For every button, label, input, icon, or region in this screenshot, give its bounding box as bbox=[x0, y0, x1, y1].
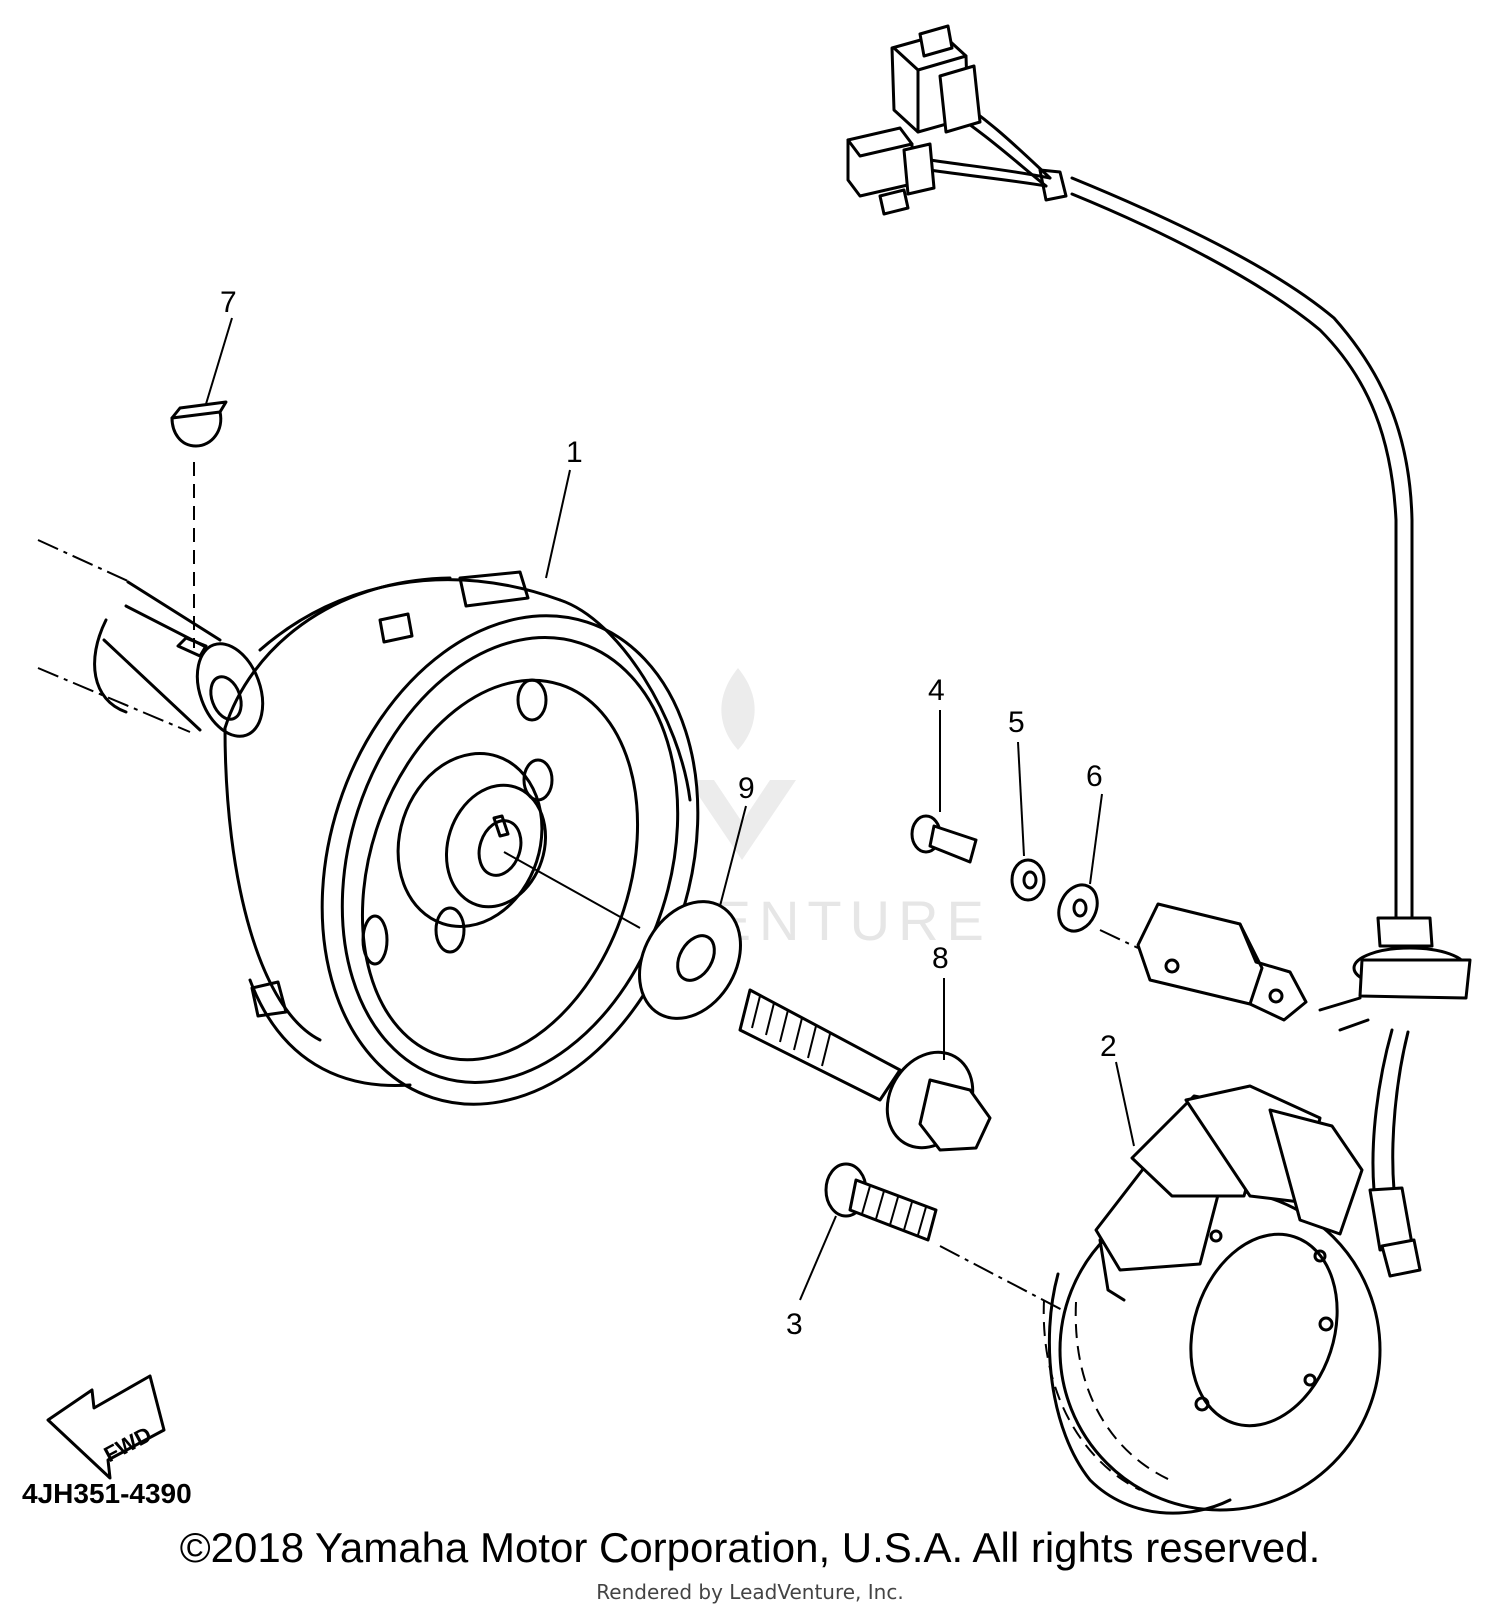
flywheel-rotor: 1 bbox=[223, 436, 700, 1106]
callout-3: 3 bbox=[786, 1308, 803, 1341]
callout-9: 9 bbox=[738, 772, 755, 805]
callout-2: 2 bbox=[1100, 1030, 1117, 1063]
callout-4: 4 bbox=[928, 674, 945, 707]
wire-harness bbox=[928, 90, 1472, 1278]
callout-7: 7 bbox=[220, 286, 237, 319]
copyright-notice: ©2018 Yamaha Motor Corporation, U.S.A. A… bbox=[179, 1524, 1321, 1571]
callout-1: 1 bbox=[566, 436, 583, 469]
washer-small: 6 bbox=[1057, 760, 1139, 949]
washer: 9 bbox=[638, 772, 755, 1020]
screw-small: 4 bbox=[910, 674, 978, 864]
callout-6: 6 bbox=[1086, 760, 1103, 793]
diagram-part-code: 4JH351-4390 bbox=[22, 1478, 192, 1509]
lock-washer: 5 bbox=[1008, 706, 1046, 902]
crankshaft bbox=[37, 539, 265, 738]
stator: 2 bbox=[1042, 1030, 1382, 1515]
flywheel-bolt: 8 bbox=[738, 942, 992, 1152]
connector-4pin bbox=[890, 24, 982, 134]
callout-5: 5 bbox=[1008, 706, 1025, 739]
fwd-arrow-icon: FWD bbox=[46, 1374, 166, 1480]
rendered-by-credit: Rendered by LeadVenture, Inc. bbox=[596, 1580, 904, 1604]
connector-2pin bbox=[846, 126, 936, 216]
callout-8: 8 bbox=[932, 942, 949, 975]
lead-clamp bbox=[1136, 902, 1308, 1022]
axis-line bbox=[503, 851, 641, 929]
woodruff-key: 7 bbox=[170, 286, 237, 648]
